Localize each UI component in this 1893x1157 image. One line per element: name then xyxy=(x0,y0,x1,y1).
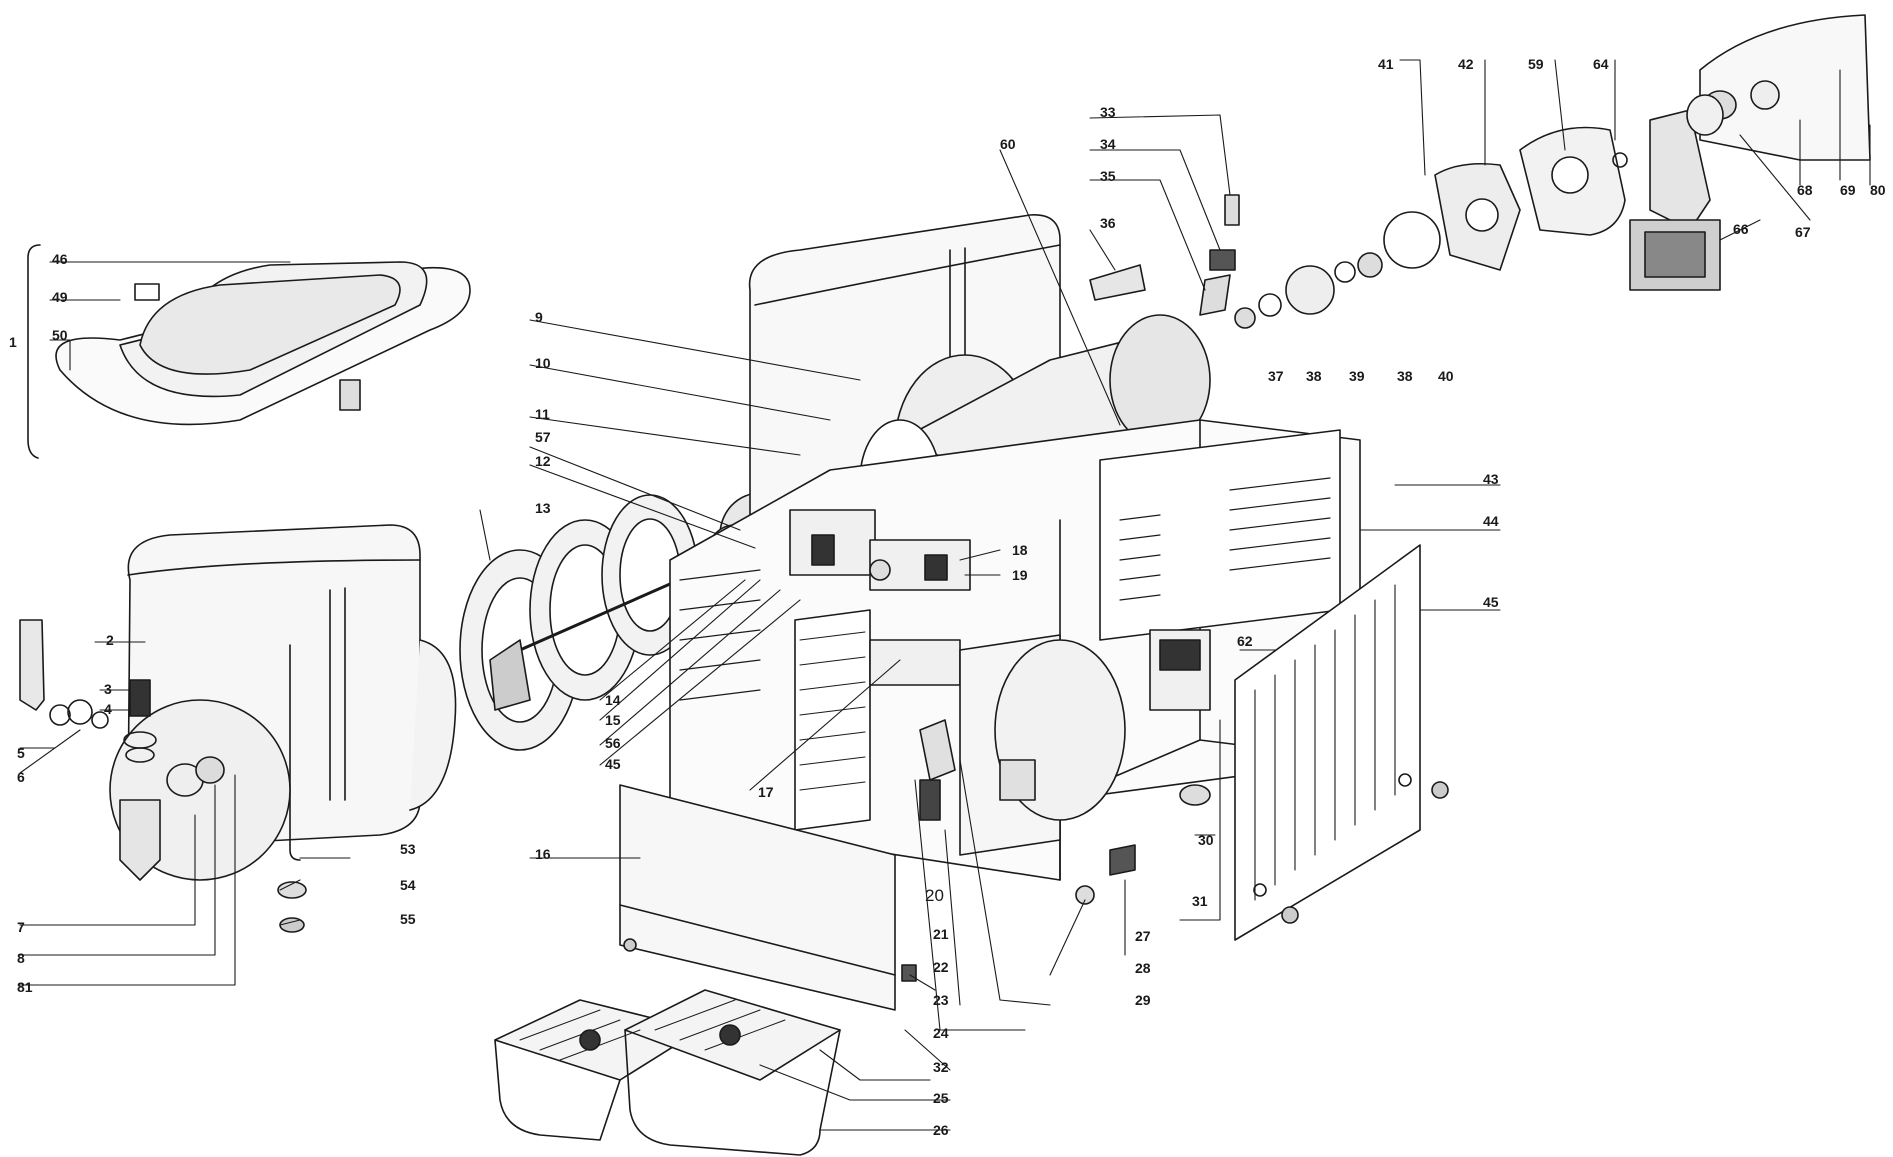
callout-44: 44 xyxy=(1483,513,1499,529)
callout-42: 42 xyxy=(1458,56,1474,72)
lid-assembly xyxy=(27,244,471,459)
callout-24: 24 xyxy=(933,1025,949,1041)
callout-2: 2 xyxy=(106,632,114,648)
refrigeration-unit xyxy=(794,609,1211,905)
callout-36: 36 xyxy=(1100,215,1116,231)
callout-19: 19 xyxy=(1012,567,1028,583)
leader-lines xyxy=(19,59,1871,1131)
callout-60: 60 xyxy=(1000,136,1016,152)
callout-43: 43 xyxy=(1483,471,1499,487)
callout-13: 13 xyxy=(535,500,551,516)
callout-7: 7 xyxy=(17,919,25,935)
callout-22: 22 xyxy=(933,959,949,975)
callout-56: 56 xyxy=(605,735,621,751)
callout-45-panel: 45 xyxy=(605,756,621,772)
callout-3: 3 xyxy=(104,681,112,697)
callout-35: 35 xyxy=(1100,168,1116,184)
callout-17: 17 xyxy=(758,784,774,800)
callout-8: 8 xyxy=(17,950,25,966)
callout-11: 11 xyxy=(535,406,550,422)
callout-46: 46 xyxy=(52,251,68,267)
callout-68: 68 xyxy=(1797,182,1813,198)
callout-80: 80 xyxy=(1870,182,1886,198)
callout-32: 32 xyxy=(933,1059,949,1075)
callout-69: 69 xyxy=(1840,182,1856,198)
callout-57: 57 xyxy=(535,429,551,445)
left-bowl xyxy=(19,524,457,933)
callout-1: 1 xyxy=(9,334,17,350)
callout-59: 59 xyxy=(1528,56,1544,72)
callout-38b: 38 xyxy=(1397,368,1413,384)
callout-38a: 38 xyxy=(1306,368,1322,384)
callout-15: 15 xyxy=(605,712,621,728)
callout-12: 12 xyxy=(535,453,551,469)
callout-27: 27 xyxy=(1135,928,1151,944)
callout-5: 5 xyxy=(17,745,25,761)
callout-29: 29 xyxy=(1135,992,1151,1008)
callout-33: 33 xyxy=(1100,104,1116,120)
callout-26: 26 xyxy=(933,1122,949,1138)
callout-28: 28 xyxy=(1135,960,1151,976)
callout-25: 25 xyxy=(933,1090,949,1106)
callout-66: 66 xyxy=(1733,221,1749,237)
callout-45-grill: 45 xyxy=(1483,594,1499,610)
callout-40: 40 xyxy=(1438,368,1454,384)
callout-54: 54 xyxy=(400,877,416,893)
callout-37: 37 xyxy=(1268,368,1284,384)
callout-62: 62 xyxy=(1237,633,1253,649)
callout-9: 9 xyxy=(535,309,543,325)
callout-21: 21 xyxy=(933,926,949,942)
callout-4: 4 xyxy=(104,701,112,717)
callout-18: 18 xyxy=(1012,542,1028,558)
callout-50: 50 xyxy=(52,327,68,343)
callout-81: 81 xyxy=(17,979,33,995)
callout-20: 20 xyxy=(925,886,944,905)
drip-trays xyxy=(494,989,841,1156)
gearbox-assembly xyxy=(1383,14,1871,291)
callout-67: 67 xyxy=(1795,224,1811,240)
callout-34: 34 xyxy=(1100,136,1116,152)
front-panel xyxy=(619,784,917,1011)
callout-53: 53 xyxy=(400,841,416,857)
side-grill-panel xyxy=(1234,544,1449,941)
callout-10: 10 xyxy=(535,355,551,371)
callout-14: 14 xyxy=(605,692,621,708)
callout-49: 49 xyxy=(52,289,68,305)
callout-64: 64 xyxy=(1593,56,1609,72)
callout-16: 16 xyxy=(535,846,551,862)
callout-6: 6 xyxy=(17,769,25,785)
callout-39: 39 xyxy=(1349,368,1365,384)
callout-31: 31 xyxy=(1192,893,1208,909)
callout-55: 55 xyxy=(400,911,416,927)
callout-41: 41 xyxy=(1378,56,1394,72)
callout-30: 30 xyxy=(1198,832,1214,848)
shaft-components xyxy=(1089,194,1383,329)
callout-23: 23 xyxy=(933,992,949,1008)
